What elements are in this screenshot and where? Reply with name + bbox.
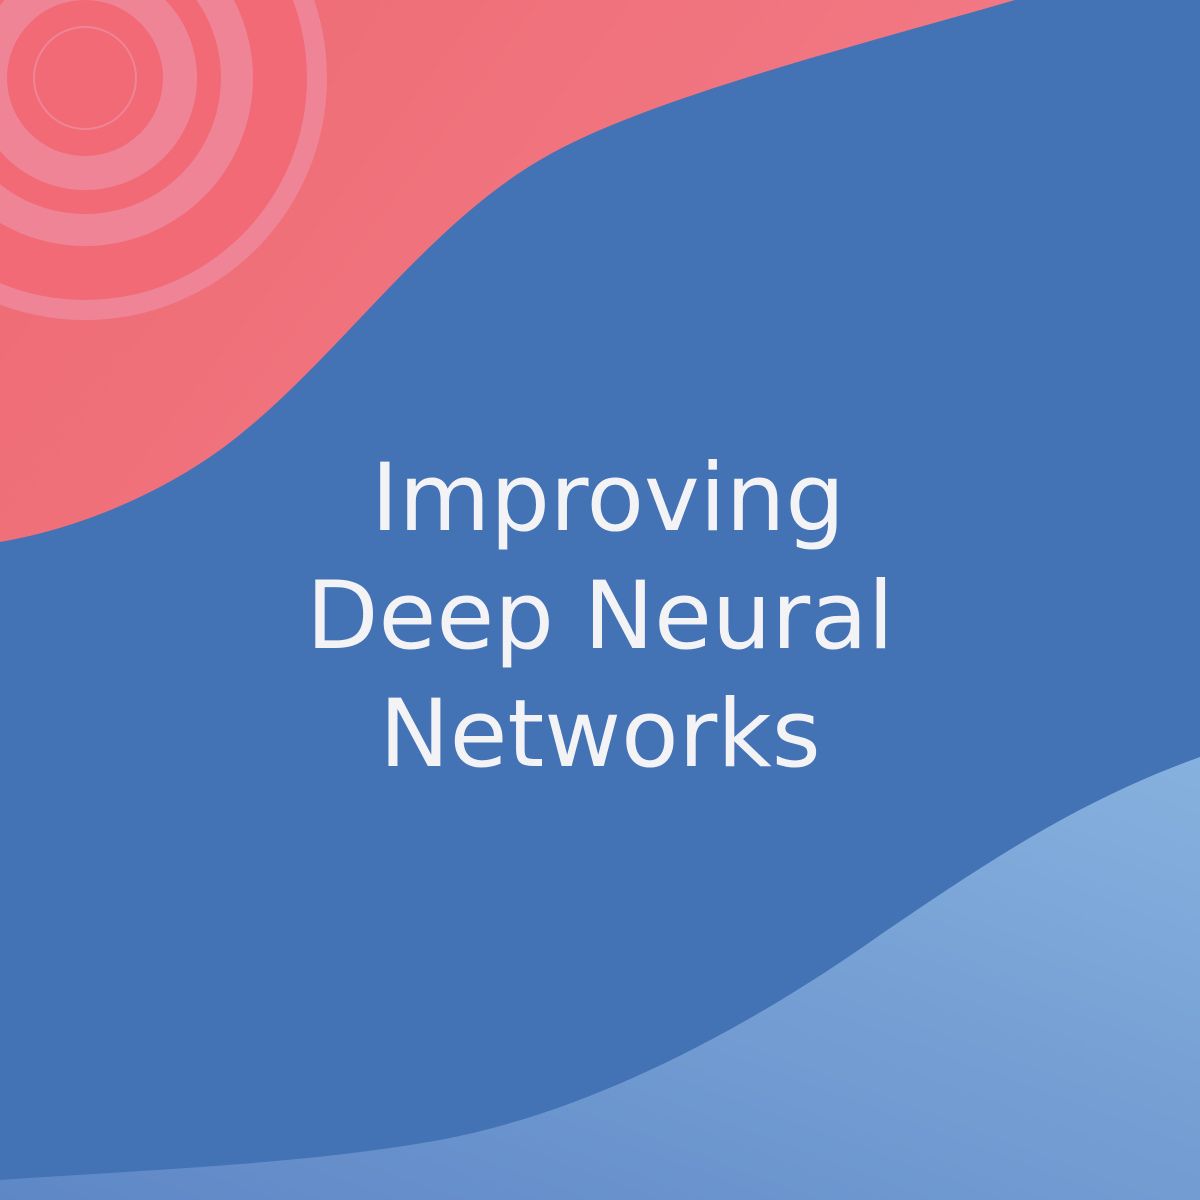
concentric-circles-decoration	[0, 0, 327, 320]
title-line-3: Networks	[379, 680, 821, 789]
light-blue-wave	[0, 757, 1200, 1200]
title-line-2: Deep Neural	[306, 562, 894, 671]
course-title: Improving Deep Neural Networks	[0, 440, 1200, 794]
title-line-1: Improving	[370, 444, 846, 553]
